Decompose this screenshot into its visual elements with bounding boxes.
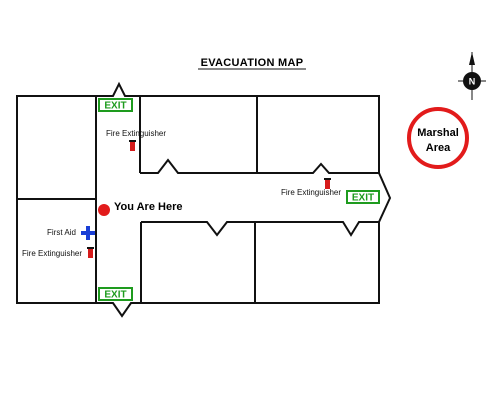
you-are-here: You Are Here	[98, 201, 182, 216]
fire-extinguisher-corridor: Fire Extinguisher	[281, 178, 341, 197]
first-aid-cross-icon	[81, 226, 95, 240]
marshal-area-ring	[407, 107, 469, 169]
map-title: EVACUATION MAP	[201, 57, 304, 69]
fire-extinguisher-left-room: Fire Extinguisher	[22, 247, 94, 258]
exit-sign-right: EXIT	[346, 190, 380, 204]
corridor-bottom-wall	[141, 221, 379, 237]
floor-plan	[16, 81, 392, 318]
marshal-area-label-line2: Area	[426, 142, 451, 154]
corridor-top-wall	[140, 158, 379, 174]
first-aid: First Aid	[47, 226, 95, 240]
you-are-here-marker	[98, 204, 110, 216]
exit-label: EXIT	[104, 290, 126, 301]
fire-extinguisher-label: Fire Extinguisher	[281, 188, 341, 197]
exit-sign-bottom: EXIT	[98, 287, 133, 301]
exit-sign-top: EXIT	[98, 98, 133, 112]
fire-extinguisher-icon	[324, 178, 331, 189]
compass-icon: N	[458, 52, 486, 100]
fire-extinguisher-icon	[87, 247, 94, 258]
exit-label: EXIT	[104, 101, 126, 112]
fire-extinguisher-top-room: Fire Extinguisher	[106, 129, 166, 151]
exit-label: EXIT	[352, 193, 374, 204]
you-are-here-label: You Are Here	[114, 201, 182, 213]
outer-wall	[16, 81, 392, 318]
fire-extinguisher-label: Fire Extinguisher	[106, 129, 166, 138]
marshal-area-label-line1: Marshal	[417, 127, 459, 139]
marshal-area: Marshal Area	[407, 107, 469, 169]
compass-label: N	[469, 77, 476, 87]
fire-extinguisher-label: Fire Extinguisher	[22, 249, 82, 258]
first-aid-label: First Aid	[47, 228, 76, 237]
fire-extinguisher-icon	[129, 140, 136, 151]
